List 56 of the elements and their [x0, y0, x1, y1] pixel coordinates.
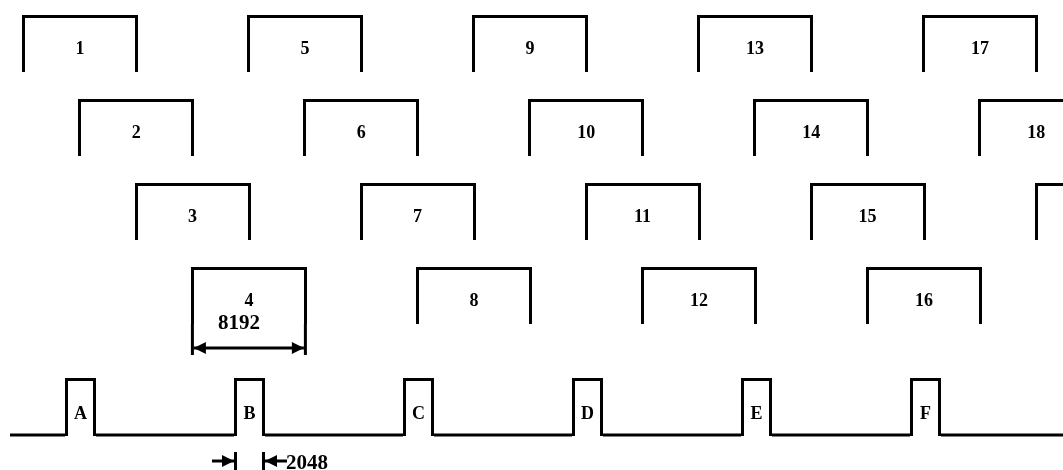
window-number: 13	[745, 38, 765, 58]
signal-line	[96, 433, 234, 437]
window-bracket	[472, 15, 588, 72]
window-number: 10	[576, 122, 597, 142]
window-number: 16	[913, 290, 934, 310]
window-number: 6	[355, 122, 367, 142]
window-bracket	[415, 267, 532, 324]
window-number: 3	[187, 206, 199, 226]
pulse-letter: F	[919, 403, 932, 423]
window-number: 2	[130, 122, 142, 142]
window-number: 17	[970, 38, 990, 58]
window-bracket	[247, 15, 363, 72]
pulse-letter: C	[411, 403, 426, 423]
pulse-letter: A	[73, 403, 88, 423]
window-bracket	[978, 99, 1063, 156]
dimension-label: 2048	[286, 451, 328, 470]
window-number: 9	[524, 38, 536, 58]
window-bracket	[303, 99, 420, 156]
signal-line	[265, 433, 403, 437]
pulse-shape	[572, 378, 603, 436]
pulse-letter: B	[242, 403, 257, 423]
window-bracket	[134, 183, 251, 240]
signal-line	[603, 433, 741, 437]
window-bracket	[78, 99, 195, 156]
window-bracket	[753, 99, 870, 156]
signal-line	[772, 433, 910, 437]
window-number: 15	[857, 206, 878, 226]
window-number: 12	[688, 290, 709, 310]
window-number: 5	[299, 38, 311, 58]
pulse-shape	[741, 378, 772, 436]
window-bracket	[640, 267, 757, 324]
window-bracket	[528, 99, 645, 156]
window-number: 4	[243, 290, 255, 310]
signal-line	[941, 433, 1063, 437]
window-number: 14	[801, 122, 822, 142]
window-bracket	[809, 183, 926, 240]
pulse-shape	[234, 378, 265, 436]
signal-line	[10, 433, 65, 437]
window-number: 18	[1026, 122, 1047, 142]
pulse-shape	[910, 378, 941, 436]
window-number: 11	[633, 206, 653, 226]
dimension-label: 8192	[217, 311, 260, 333]
window-number: 1	[74, 38, 86, 58]
window-bracket	[697, 15, 813, 72]
pulse-letter: E	[749, 403, 764, 423]
pulse-shape	[65, 378, 96, 436]
pulse-letter: D	[580, 403, 595, 423]
window-bracket	[865, 267, 982, 324]
window-bracket	[359, 183, 476, 240]
window-bracket	[922, 15, 1038, 72]
window-bracket	[22, 15, 138, 72]
window-bracket	[584, 183, 701, 240]
signal-line	[434, 433, 572, 437]
window-number: 8	[468, 290, 480, 310]
pulse-shape	[403, 378, 434, 436]
window-number: 7	[412, 206, 424, 226]
